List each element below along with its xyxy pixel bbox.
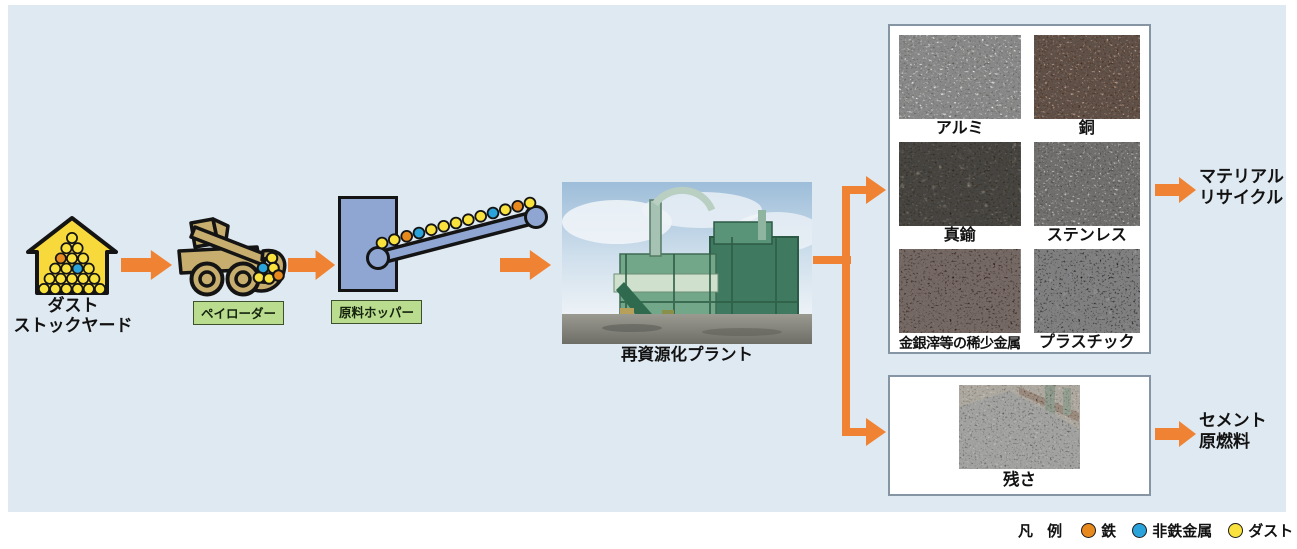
material-label-copper: 銅: [1078, 120, 1095, 137]
plant-label: 再資源化プラント: [621, 346, 753, 364]
flow-arrow-2: [288, 250, 336, 280]
material-card-copper: 銅: [1033, 35, 1140, 139]
legend-item-dust: ダスト: [1228, 520, 1293, 541]
legend-item-nonferrous: 非鉄金属: [1132, 520, 1212, 541]
legend-dot-nonferrous-icon: [1132, 522, 1148, 538]
cement-fuel-label: セメント 原燃料: [1199, 411, 1267, 452]
stainless-photo: [1033, 142, 1140, 226]
legend-label-nonferrous: 非鉄金属: [1152, 522, 1213, 540]
materials-panel: アルミ 銅 真鍮: [888, 24, 1151, 354]
material-recycle-line1: マテリアル: [1199, 167, 1284, 186]
legend-label-dust: ダスト: [1248, 522, 1294, 540]
material-label-plastic: プラスチック: [1038, 334, 1135, 351]
stockyard-label: ダスト ストックヤード: [0, 296, 146, 335]
cement-fuel-line2: 原燃料: [1199, 431, 1250, 451]
legend-item-iron: 鉄: [1081, 520, 1116, 541]
copper-photo: [1033, 35, 1140, 119]
residue-panel: 残さ: [888, 375, 1151, 496]
aluminum-photo: [899, 35, 1021, 119]
conveyor-icon: [366, 196, 548, 270]
rare-metals-photo: [899, 249, 1021, 333]
material-label-stainless: ステンレス: [1046, 227, 1127, 244]
material-card-brass: 真鍮: [899, 142, 1021, 246]
material-label-brass: 真鍮: [943, 227, 976, 244]
material-recycle-label: マテリアル リサイクル: [1199, 167, 1284, 208]
legend-title: 凡 例: [1018, 522, 1068, 540]
material-label-aluminum: アルミ: [935, 120, 984, 137]
material-card-aluminum: アルミ: [899, 35, 1021, 139]
materials-grid: アルミ 銅 真鍮: [899, 35, 1140, 353]
output-arrow-material: [1155, 177, 1196, 203]
plastic-photo: [1033, 249, 1140, 333]
residue-label: 残さ: [1003, 471, 1036, 489]
legend: 凡 例 鉄 非鉄金属 ダスト: [1018, 518, 1293, 542]
payloader-icon: [177, 217, 287, 297]
plant-photo: [562, 182, 812, 344]
stockyard-label-line1: ダスト: [47, 296, 99, 315]
material-recycle-line2: リサイクル: [1199, 187, 1284, 207]
legend-label-iron: 鉄: [1101, 522, 1117, 540]
brass-photo: [899, 142, 1021, 226]
payloader-label: ペイローダー: [193, 301, 285, 325]
residue-photo: [959, 385, 1080, 469]
output-arrow-cement: [1155, 421, 1196, 447]
flow-arrow-3: [500, 250, 552, 280]
material-label-rare-metals: 金銀滓等の稀少金属: [899, 335, 1021, 351]
legend-dot-iron-icon: [1081, 522, 1097, 538]
cement-fuel-line1: セメント: [1199, 411, 1267, 430]
hopper-label: 原料ホッパー: [331, 300, 423, 324]
flow-arrow-1: [121, 250, 173, 280]
stockyard-label-line2: ストックヤード: [13, 315, 133, 335]
material-card-stainless: ステンレス: [1033, 142, 1140, 246]
material-card-rare-metals: 金銀滓等の稀少金属: [899, 249, 1021, 353]
dust-stockyard-icon: [26, 216, 118, 295]
branch-connector: [813, 176, 886, 446]
legend-dot-dust-icon: [1228, 522, 1244, 538]
material-card-plastic: プラスチック: [1033, 249, 1140, 353]
